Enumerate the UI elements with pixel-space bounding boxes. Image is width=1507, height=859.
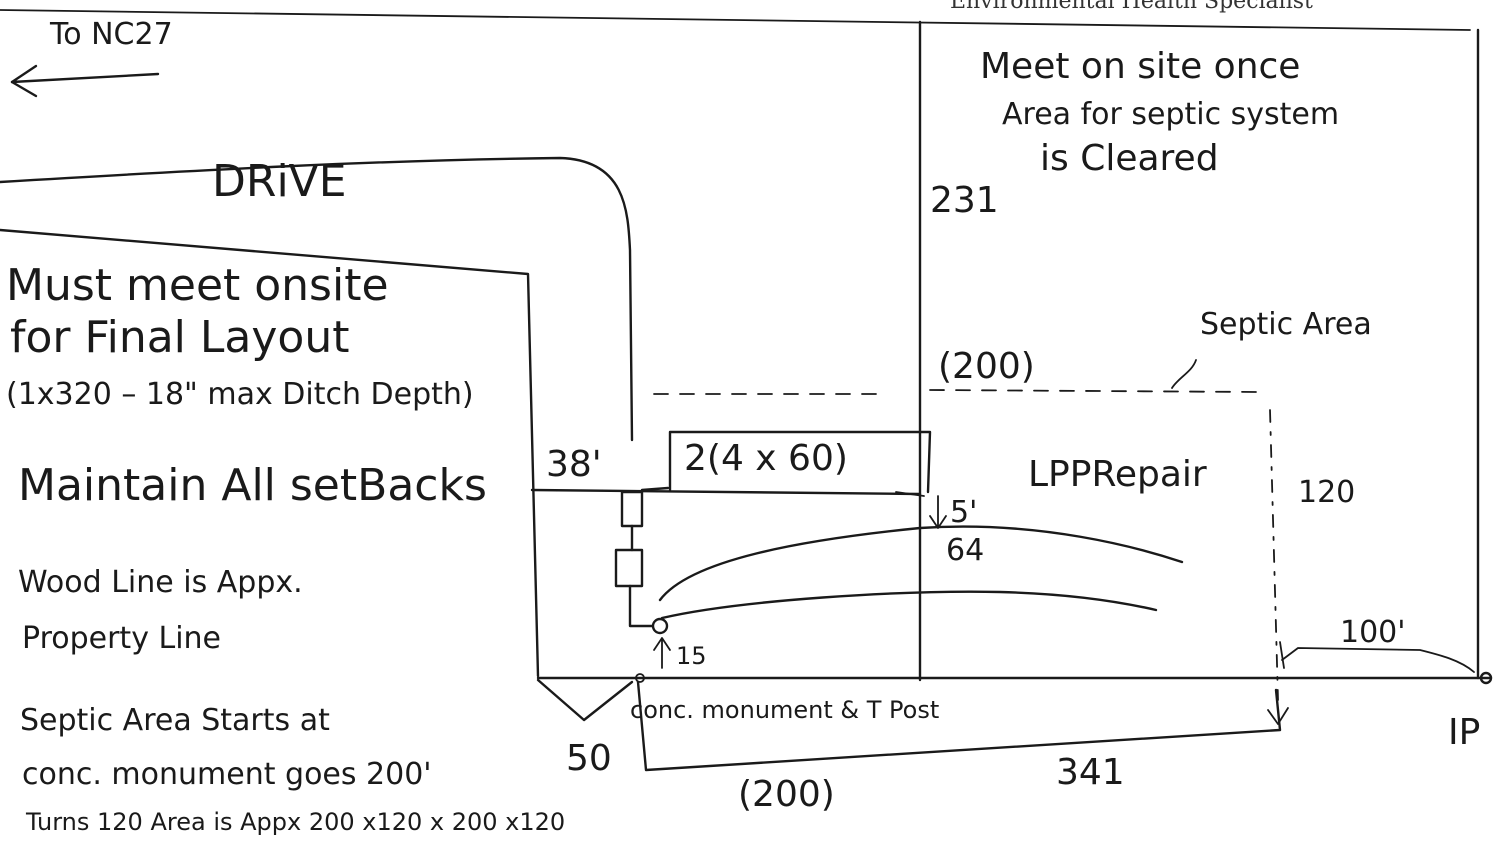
dim-341-arrow-icon [1267,707,1289,725]
septic-tank-icon [620,490,644,528]
septic-area-top-dashed [653,389,1259,395]
dim-100: 100' [1340,615,1406,650]
arrow-to-road-icon [10,72,160,84]
drive-line-lower [0,228,540,678]
note-meet-line3: is Cleared [1040,138,1219,179]
fifteen-arrow-icon [653,637,671,669]
five-foot-ref-line [895,491,925,497]
dim-200-lower: (200) [738,774,835,815]
dim-64: 64 [946,533,984,568]
maintain-setbacks-label: Maintain All setBacks [18,460,487,511]
septic-area-right-dashed [1269,409,1279,701]
to-road-label: To NC27 [49,17,173,52]
septic-area-label: Septic Area [1200,307,1372,342]
dim-15: 15 [676,642,707,670]
tank-to-trench-line [640,486,670,492]
road-ditch-icon [536,678,634,722]
woodline-line1: Wood Line is Appx. [18,565,303,600]
header-text: Environmental Health Specialist [950,0,1313,14]
drive-line-upper [0,156,634,442]
dim-200-upper: (200) [938,346,1035,387]
trench-size-label: 2(4 x 60) [684,438,848,479]
note-meet-line1: Meet on site once [980,46,1300,87]
arrow-head-icon [10,64,38,98]
septic-start-line3: Turns 120 Area is Appx 200 x120 x 200 x1… [25,808,565,836]
must-meet-line1: Must meet onsite [6,260,389,311]
lateral-line-lower [660,590,1158,620]
top-property-line [0,9,1471,31]
hundred-foot-dim-line [1281,647,1475,673]
hundred-foot-tick [1279,641,1285,669]
lateral-line-upper [658,525,1184,602]
septic-start-line1: Septic Area Starts at [20,703,330,738]
monument-label: conc. monument & T Post [630,696,939,724]
septic-area-pointer [1171,359,1197,389]
lpp-repair-label: LPPRepair [1028,454,1207,495]
must-meet-line2: for Final Layout [10,312,349,363]
monument-point-icon [635,673,645,683]
woodline-line2: Property Line [22,621,221,656]
dim-5: 5' [950,495,977,530]
dim-231: 231 [930,180,999,221]
tank-connector-line [628,524,654,628]
dim-50: 50 [566,738,612,779]
five-foot-arrow-icon [929,495,947,529]
dim-341-line [636,680,1282,772]
trench-box [668,430,932,494]
drive-label: DRiVE [212,156,347,207]
dim-38: 38' [546,444,602,485]
iron-pin-icon [1479,671,1493,685]
dim-120: 120 [1298,475,1355,510]
septic-start-line2: conc. monument goes 200' [22,757,432,792]
monument-circle-icon [651,617,669,635]
dim-341: 341 [1056,752,1125,793]
must-meet-line3: (1x320 – 18" max Ditch Depth) [6,377,474,412]
setback-line [530,488,922,496]
corner-ip-label: IP [1448,712,1480,753]
note-meet-line2: Area for septic system [1002,97,1339,132]
pump-tank-icon [614,548,644,588]
